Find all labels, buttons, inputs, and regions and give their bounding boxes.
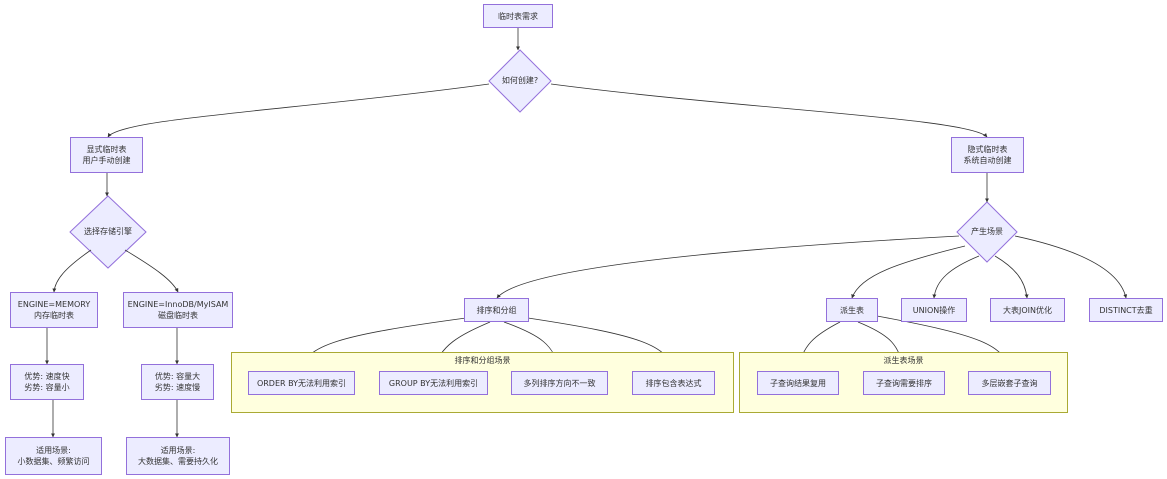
node-label: DISTINCT去重: [1099, 305, 1153, 315]
edge-engine-memory: [52, 249, 92, 293]
node-label: 适用场景:: [36, 446, 71, 455]
node-label: 子查询需要排序: [876, 378, 932, 388]
edge-scene-distinct: [1014, 235, 1128, 299]
decision-scene-label: 产生场景: [971, 227, 1003, 236]
edge-scene-derived: [851, 245, 966, 299]
edge-engine-innodb: [124, 249, 179, 293]
node-label: GROUP BY无法利用索引: [388, 378, 479, 388]
node-union: UNION操作: [901, 298, 967, 322]
decision-how-diamond: [488, 49, 552, 113]
node-label: 多层嵌套子查询: [981, 378, 1038, 388]
node-label: 排序包含表达式: [645, 378, 702, 388]
node-memory-use: 适用场景: 小数据集、频繁访问: [5, 437, 102, 475]
node-label: 劣势: 速度慢: [154, 383, 201, 392]
edge-scene-join: [994, 255, 1029, 299]
decision-engine-diamond: [69, 195, 147, 269]
node-label: 磁盘临时表: [158, 311, 198, 320]
node-memory: ENGINE=MEMORY 内存临时表: [10, 292, 98, 328]
node-label: 子查询结果复用: [770, 378, 826, 388]
node-distinct: DISTINCT去重: [1089, 298, 1163, 322]
node-order-by: ORDER BY无法利用索引: [248, 371, 355, 395]
node-label: 优势: 速度快: [24, 372, 70, 381]
node-innodb: ENGINE=InnoDB/MyISAM 磁盘临时表: [123, 292, 233, 328]
edge-scene-sortgroup: [496, 235, 960, 299]
node-label: 大数据集、需要持久化: [138, 457, 218, 466]
node-label: 系统自动创建: [963, 156, 1012, 165]
edge-scene-union: [932, 255, 980, 299]
node-label: 适用场景:: [160, 446, 196, 455]
node-memory-pros: 优势: 速度快 劣势: 容量小: [10, 364, 84, 400]
node-label: 小数据集、频繁访问: [17, 457, 90, 466]
node-label: UNION操作: [912, 305, 956, 315]
node-label: 劣势: 容量小: [24, 383, 70, 392]
node-innodb-use: 适用场景: 大数据集、需要持久化: [126, 437, 230, 475]
node-label: 隐式临时表: [967, 145, 1008, 154]
decision-engine-label: 选择存储引擎: [84, 227, 132, 236]
node-implicit: 隐式临时表 系统自动创建: [951, 137, 1024, 173]
node-label: 大表JOIN优化: [1003, 305, 1052, 315]
edge-how-explicit: [107, 83, 490, 138]
node-derived: 派生表: [826, 298, 878, 322]
node-subquery-reuse: 子查询结果复用: [757, 371, 839, 395]
cluster-title: 排序和分组场景: [454, 356, 511, 365]
decision-how-label: 如何创建?: [501, 76, 539, 85]
node-label: 多列排序方向不一致: [523, 378, 596, 388]
node-subquery-sort: 子查询需要排序: [863, 371, 945, 395]
node-label: 临时表需求: [498, 11, 538, 21]
decision-scene-diamond: [956, 201, 1018, 263]
node-group-by: GROUP BY无法利用索引: [379, 371, 488, 395]
node-label: 内存临时表: [34, 311, 74, 320]
node-join: 大表JOIN优化: [990, 298, 1065, 322]
node-label: ENGINE=MEMORY: [17, 300, 91, 309]
node-label: 优势: 容量大: [154, 372, 201, 381]
node-label: ORDER BY无法利用索引: [256, 378, 347, 388]
node-label: 用户手动创建: [82, 156, 131, 165]
node-nested-subquery: 多层嵌套子查询: [968, 371, 1051, 395]
node-multi-sort: 多列排序方向不一致: [511, 371, 608, 395]
node-label: 派生表: [840, 305, 864, 315]
node-label: 排序和分组: [476, 305, 517, 315]
node-sort-expr: 排序包含表达式: [632, 371, 715, 395]
node-sort-group: 排序和分组: [464, 298, 529, 322]
node-explicit: 显式临时表 用户手动创建: [70, 137, 143, 173]
node-label: ENGINE=InnoDB/MyISAM: [127, 300, 229, 309]
node-root: 临时表需求: [483, 4, 553, 28]
node-label: 显式临时表: [86, 145, 127, 154]
node-innodb-pros: 优势: 容量大 劣势: 速度慢: [141, 364, 214, 400]
cluster-title: 派生表场景: [883, 356, 924, 365]
edge-how-implicit: [550, 83, 988, 138]
